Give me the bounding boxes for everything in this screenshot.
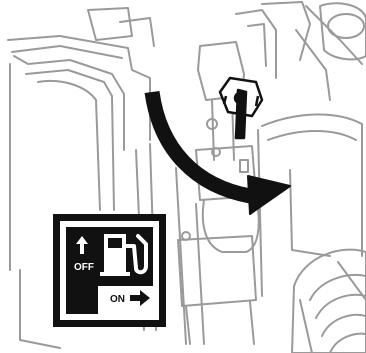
right-bracket-inner (247, 23, 267, 67)
left-frame-panel (37, 80, 101, 211)
off-label: OFF (74, 262, 94, 273)
right-mid-panel (289, 169, 331, 257)
on-label: ON (110, 294, 125, 305)
top-bracket-arm (119, 17, 155, 47)
upper-right-cap (319, 2, 366, 61)
up-arrow-icon (76, 236, 88, 254)
tank-side-right (257, 129, 263, 297)
upper-right-arm (305, 5, 363, 65)
fuel-line (201, 197, 260, 253)
fuel-label: OFF ON (53, 214, 166, 327)
curved-arrow-icon (144, 90, 291, 215)
engine-grille-edges (299, 261, 366, 353)
right-bracket (235, 9, 277, 79)
engine-grille (309, 274, 366, 353)
left-frame-outer (7, 35, 151, 141)
top-bracket (87, 7, 133, 41)
fitting-1 (206, 118, 218, 130)
left-panel-outline (13, 55, 125, 151)
upper-right-frame (261, 1, 311, 61)
upper-right-cap-top (327, 13, 365, 39)
generator-line-art (7, 1, 366, 353)
fitting-2 (211, 147, 221, 157)
left-frame-top-edge (11, 45, 123, 59)
left-panel-inner (25, 69, 115, 211)
upper-right-arm-2 (295, 29, 331, 101)
fitting-3 (181, 231, 191, 241)
tank-body-right (261, 113, 363, 257)
fitting-bolt (239, 159, 249, 173)
left-lower-panel (19, 269, 61, 349)
center-lower-cylinder (185, 301, 255, 345)
engine-cover (291, 248, 366, 353)
center-lower-block (177, 235, 257, 307)
fuel-pump-icon (100, 234, 148, 276)
center-column (175, 167, 205, 345)
tank-body-right-inner (267, 130, 357, 141)
right-arrow-icon (130, 290, 150, 306)
fuel-valve-lever-icon[interactable] (218, 76, 264, 140)
